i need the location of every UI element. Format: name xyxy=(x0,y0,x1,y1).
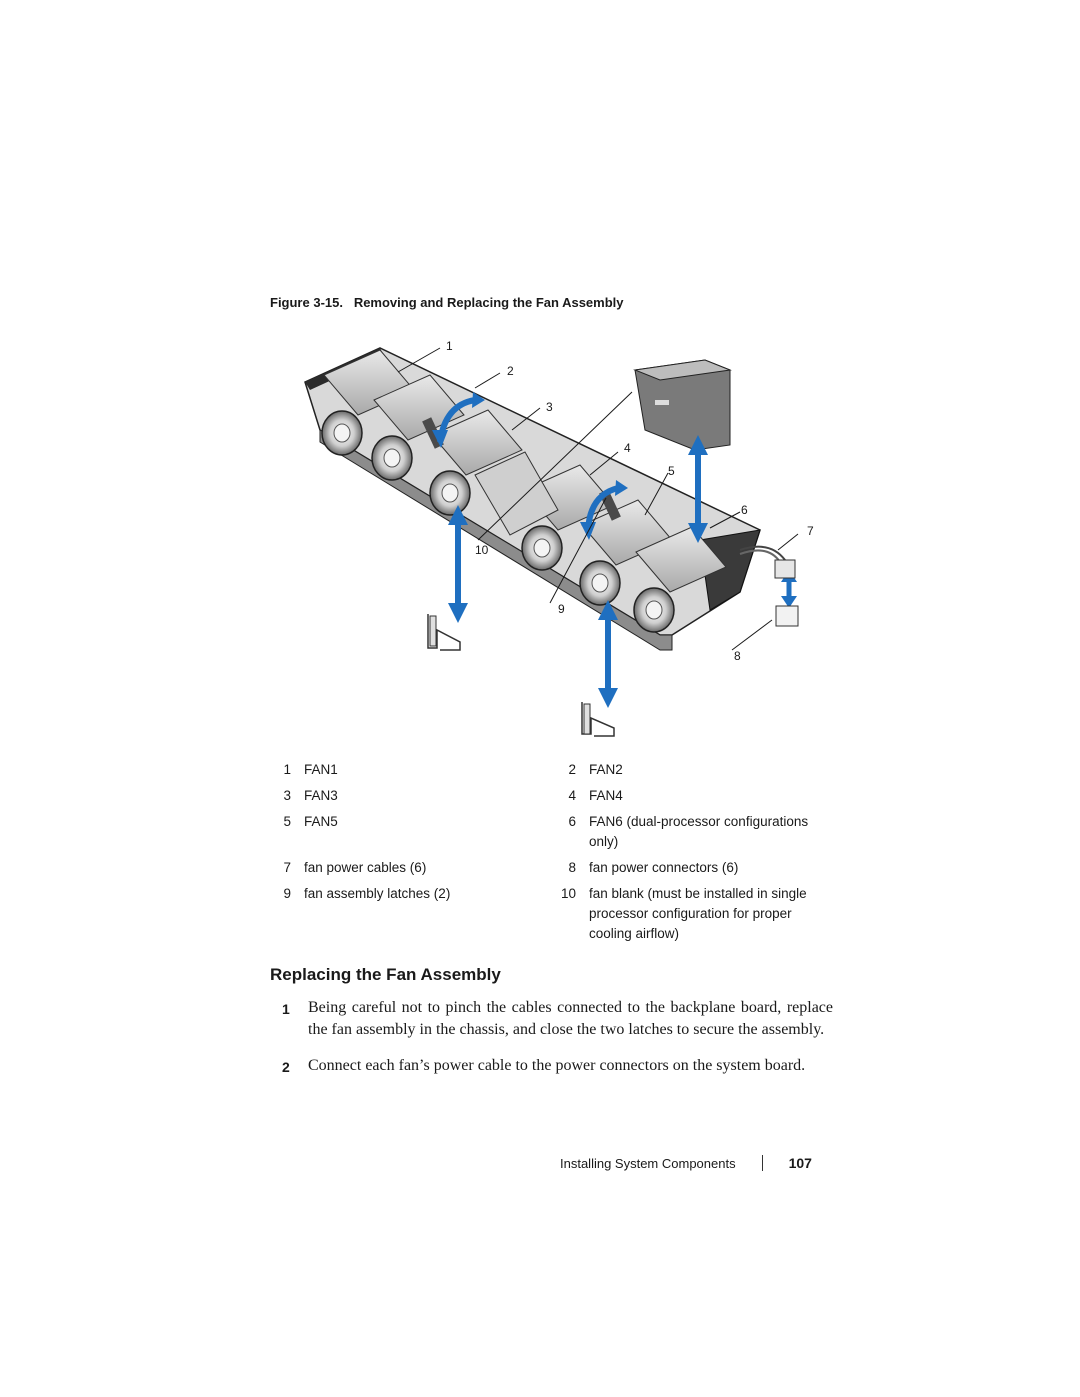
legend-number: 4 xyxy=(568,788,576,803)
step-text: Being careful not to pinch the cables co… xyxy=(308,999,833,1038)
figure-caption: Figure 3-15. Removing and Replacing the … xyxy=(270,295,624,310)
legend-label: fan power connectors (6) xyxy=(589,860,739,875)
callout-6: 6 xyxy=(741,503,748,517)
callout-1: 1 xyxy=(446,339,453,353)
fan-assembly-illustration: 1 2 3 4 5 6 7 8 9 10 xyxy=(304,339,814,737)
legend-item: 4 FAN4 xyxy=(555,786,840,806)
step-item: 2 Connect each fan’s power cable to the … xyxy=(270,1055,840,1078)
step-number: 2 xyxy=(282,1059,290,1075)
callout-4: 4 xyxy=(624,441,631,455)
legend-label: FAN3 xyxy=(304,788,338,803)
legend-item: 10 fan blank (must be installed in single… xyxy=(555,884,840,944)
legend-number: 5 xyxy=(283,814,291,829)
legend-number: 8 xyxy=(568,860,576,875)
page-number: 107 xyxy=(788,1155,812,1171)
fan-module xyxy=(633,526,727,633)
legend-row: 5 FAN5 6 FAN6 (dual-processor configuratio… xyxy=(270,812,840,858)
legend-row: 1 FAN1 2 FAN2 xyxy=(270,760,840,786)
fan-assembly-latch-1 xyxy=(422,392,485,449)
legend-label: FAN1 xyxy=(304,762,338,777)
callout-10: 10 xyxy=(475,543,489,557)
legend-number: 9 xyxy=(283,886,291,901)
legend-item: 1 FAN1 xyxy=(270,760,555,780)
legend-label: FAN5 xyxy=(304,814,338,829)
legend-row: 7 fan power cables (6) 8 fan power connect… xyxy=(270,858,840,884)
chassis-post-2 xyxy=(581,702,615,737)
procedure-steps: 1 Being careful not to pinch the cables … xyxy=(270,997,840,1092)
chassis-post-1 xyxy=(427,614,461,651)
legend-label: fan power cables (6) xyxy=(304,860,427,875)
legend-item: 8 fan power connectors (6) xyxy=(555,858,840,878)
legend-number: 10 xyxy=(560,886,576,901)
legend-row: 3 FAN3 4 FAN4 xyxy=(270,786,840,812)
callout-leaders xyxy=(397,347,799,651)
legend-label: FAN6 (dual-processor configurations only… xyxy=(589,814,809,849)
legend-label: fan blank (must be installed in single p… xyxy=(589,886,807,941)
legend-number: 7 xyxy=(283,860,291,875)
fan-power-cable xyxy=(739,545,799,627)
legend-item: 2 FAN2 xyxy=(555,760,840,780)
figure-title: Removing and Replacing the Fan Assembly xyxy=(353,295,624,310)
legend-label: FAN2 xyxy=(589,762,623,777)
legend-number: 3 xyxy=(283,788,291,803)
callout-5: 5 xyxy=(668,464,675,478)
legend-number: 2 xyxy=(568,762,576,777)
figure-legend: 1 FAN1 2 FAN2 3 FAN3 4 FAN4 5 FAN5 6 FAN6 (dua… xyxy=(270,760,840,950)
fan-blank xyxy=(474,451,559,536)
callout-2: 2 xyxy=(507,364,514,378)
legend-row: 9 fan assembly latches (2) 10 fan blank (m… xyxy=(270,884,840,950)
legend-label: fan assembly latches (2) xyxy=(304,886,451,901)
step-text: Connect each fan’s power cable to the po… xyxy=(308,1057,806,1074)
legend-item: 3 FAN3 xyxy=(270,786,555,806)
figure-number: Figure 3-15. xyxy=(270,295,343,310)
removed-fan-blank xyxy=(633,359,732,451)
legend-number: 6 xyxy=(568,814,576,829)
legend-item: 9 fan assembly latches (2) xyxy=(270,884,555,944)
legend-item: 5 FAN5 xyxy=(270,812,555,852)
page-footer: Installing System Components 107 xyxy=(560,1155,840,1171)
chapter-title: Installing System Components xyxy=(560,1155,736,1171)
footer-divider xyxy=(761,1155,763,1171)
legend-label: FAN4 xyxy=(589,788,623,803)
fan-module xyxy=(429,409,523,516)
callout-8: 8 xyxy=(734,649,741,663)
callout-7: 7 xyxy=(807,524,814,538)
step-number: 1 xyxy=(282,1001,290,1017)
legend-item: 7 fan power cables (6) xyxy=(270,858,555,878)
section-heading: Replacing the Fan Assembly xyxy=(270,965,501,984)
legend-item: 6 FAN6 (dual-processor configurations onl… xyxy=(555,812,840,852)
step-item: 1 Being careful not to pinch the cables … xyxy=(270,997,840,1041)
callout-9: 9 xyxy=(558,602,565,616)
legend-number: 1 xyxy=(283,762,291,777)
callout-3: 3 xyxy=(546,400,553,414)
